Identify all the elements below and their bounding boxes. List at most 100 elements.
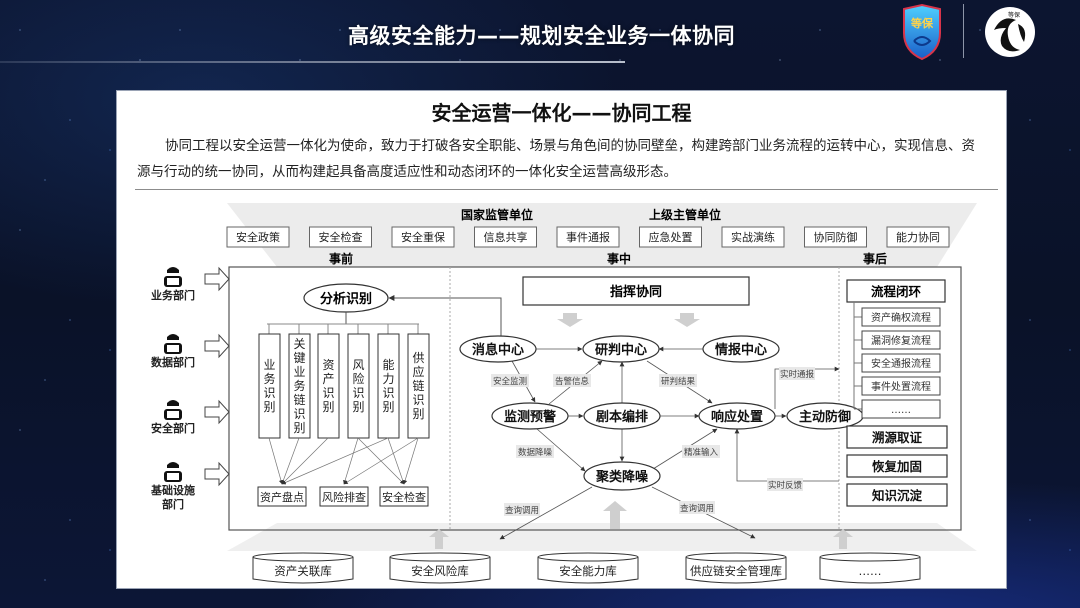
down-arrow-icon bbox=[557, 313, 583, 327]
process-frame bbox=[228, 266, 962, 531]
identify-column-label-box: 能力识别 bbox=[378, 336, 399, 436]
edge-label-text: 实时通报 bbox=[780, 369, 815, 380]
edge-label-text: 数据降噪 bbox=[518, 447, 553, 458]
identify-output-label: 安全检查 bbox=[382, 490, 426, 504]
collaboration-diagram: 国家监管单位 上级主管单位 安全政策安全检查安全重保信息共享事件通报应急处置实战… bbox=[164, 203, 977, 584]
closure-flow: 漏洞修复流程 bbox=[861, 330, 941, 350]
person-icon bbox=[164, 267, 182, 287]
top-tag: 应急处置 bbox=[639, 226, 702, 248]
edge-label: 查询调用 bbox=[504, 503, 540, 516]
identify-output: 资产盘点 bbox=[257, 486, 307, 507]
identify-column-label: 风险识别 bbox=[352, 358, 365, 414]
logo-divider bbox=[963, 4, 964, 58]
after-item: 溯源取证 bbox=[846, 425, 948, 449]
node-defense: 主动防御 bbox=[786, 402, 864, 430]
database-cylinder: 安全能力库 bbox=[537, 552, 639, 584]
top-tag-label: 信息共享 bbox=[484, 230, 528, 244]
database-label: 资产关联库 bbox=[274, 564, 332, 578]
shield-logo-text: 等保 bbox=[910, 16, 934, 30]
department bbox=[164, 399, 230, 425]
closure-flow-label: 资产确权流程 bbox=[871, 311, 931, 324]
authority-label: 国家监管单位 bbox=[461, 207, 533, 222]
closure-flow: 资产确权流程 bbox=[861, 307, 941, 327]
node-monitor-label: 监测预警 bbox=[504, 409, 556, 425]
database-label: 安全风险库 bbox=[411, 564, 469, 578]
person-icon bbox=[164, 400, 182, 420]
identify-column bbox=[288, 333, 311, 439]
edge-label-text: 实时反馈 bbox=[768, 480, 803, 491]
department bbox=[164, 266, 230, 292]
panel-description: 协同工程以安全运营一体化为使命，致力于打破各安全职能、场景与角色间的协同壁垒，构… bbox=[137, 138, 975, 180]
node-cluster-label: 聚类降噪 bbox=[595, 469, 649, 485]
closure-flow-label: 漏洞修复流程 bbox=[871, 334, 931, 347]
after-item: 恢复加固 bbox=[846, 454, 948, 478]
identify-output: 风险排查 bbox=[319, 486, 369, 507]
top-tag: 事件通报 bbox=[556, 226, 620, 248]
authority-label: 上级主管单位 bbox=[649, 207, 721, 222]
process-loop-box bbox=[846, 279, 946, 303]
identify-column-label: 关键业务链识别 bbox=[293, 337, 306, 435]
phase-label-before: 事前 bbox=[329, 251, 353, 266]
top-tag: 安全政策 bbox=[226, 226, 290, 248]
node-analysis-identify-label: 分析识别 bbox=[320, 291, 372, 307]
right-arrow-icon bbox=[204, 333, 230, 359]
identify-column-label-box: 关键业务链识别 bbox=[289, 336, 310, 436]
identify-column-label-box: 风险识别 bbox=[348, 336, 369, 436]
department-label: 安全部门 bbox=[151, 422, 195, 435]
top-tag: 安全重保 bbox=[391, 226, 455, 248]
top-tag: 信息共享 bbox=[474, 226, 537, 248]
department-label: 基础设施部门 bbox=[151, 484, 195, 511]
closure-flow-label: 事件处置流程 bbox=[871, 380, 931, 393]
panel-divider bbox=[135, 189, 998, 190]
node-response-label: 响应处置 bbox=[711, 409, 763, 425]
phase-label-after: 事后 bbox=[863, 251, 887, 266]
identify-column-label-box: 资产识别 bbox=[318, 336, 339, 436]
up-arrow-icon bbox=[429, 529, 449, 549]
closure-flow: …… bbox=[861, 399, 941, 419]
node-playbook-label: 剧本编排 bbox=[596, 409, 648, 425]
node-intel-label: 情报中心 bbox=[715, 342, 767, 358]
edge-label-text: 查询调用 bbox=[505, 505, 539, 516]
command-collab-box bbox=[522, 276, 750, 306]
top-tag-label: 能力协同 bbox=[896, 230, 940, 244]
edge-label: 实时反馈 bbox=[767, 478, 803, 491]
down-arrow-icon bbox=[674, 313, 700, 327]
top-tag-label: 事件通报 bbox=[566, 230, 610, 244]
node-analysis: 研判中心 bbox=[582, 335, 660, 363]
database-label: 安全能力库 bbox=[559, 564, 617, 578]
node-message-label: 消息中心 bbox=[472, 342, 524, 358]
identify-output: 安全检查 bbox=[379, 486, 429, 507]
identify-column bbox=[258, 333, 281, 439]
top-tag-label: 应急处置 bbox=[649, 230, 693, 244]
edge-label-text: 安全监测 bbox=[493, 376, 527, 387]
database-cylinder: …… bbox=[819, 552, 921, 584]
database-cylinder: 安全风险库 bbox=[389, 552, 491, 584]
department-label: 业务部门 bbox=[151, 289, 195, 302]
up-arrow-icon bbox=[833, 529, 853, 549]
up-arrow-icon bbox=[603, 501, 627, 529]
database-label: 供应链安全管理库 bbox=[690, 564, 782, 578]
edge-label: 安全监测 bbox=[491, 374, 529, 387]
top-tag-label: 实战演练 bbox=[731, 230, 775, 244]
right-arrow-icon bbox=[204, 399, 230, 425]
database-cylinder: 资产关联库 bbox=[252, 552, 354, 584]
node-response: 响应处置 bbox=[698, 402, 776, 430]
after-item-label: 恢复加固 bbox=[872, 459, 922, 474]
top-tag-label: 安全政策 bbox=[236, 230, 280, 244]
person-icon bbox=[164, 462, 182, 482]
phase-label-during: 事中 bbox=[607, 251, 631, 266]
identify-column bbox=[317, 333, 340, 439]
top-tag-label: 协同防御 bbox=[814, 230, 858, 244]
edge-label-text: 精准输入 bbox=[684, 447, 719, 458]
identify-column-label: 供应链识别 bbox=[412, 351, 425, 421]
identify-output-label: 资产盘点 bbox=[260, 490, 304, 504]
node-message: 消息中心 bbox=[459, 335, 537, 363]
identify-column bbox=[377, 333, 400, 439]
closure-flow: 安全通报流程 bbox=[861, 353, 941, 373]
closure-flow-label: 安全通报流程 bbox=[871, 357, 931, 370]
panel-title: 安全运营一体化——协同工程 bbox=[431, 101, 692, 125]
edge-label-text: 研判结果 bbox=[661, 376, 696, 387]
identify-column-label: 能力识别 bbox=[382, 358, 395, 414]
after-item-label: 溯源取证 bbox=[872, 430, 923, 445]
top-tag: 安全检查 bbox=[309, 226, 372, 248]
